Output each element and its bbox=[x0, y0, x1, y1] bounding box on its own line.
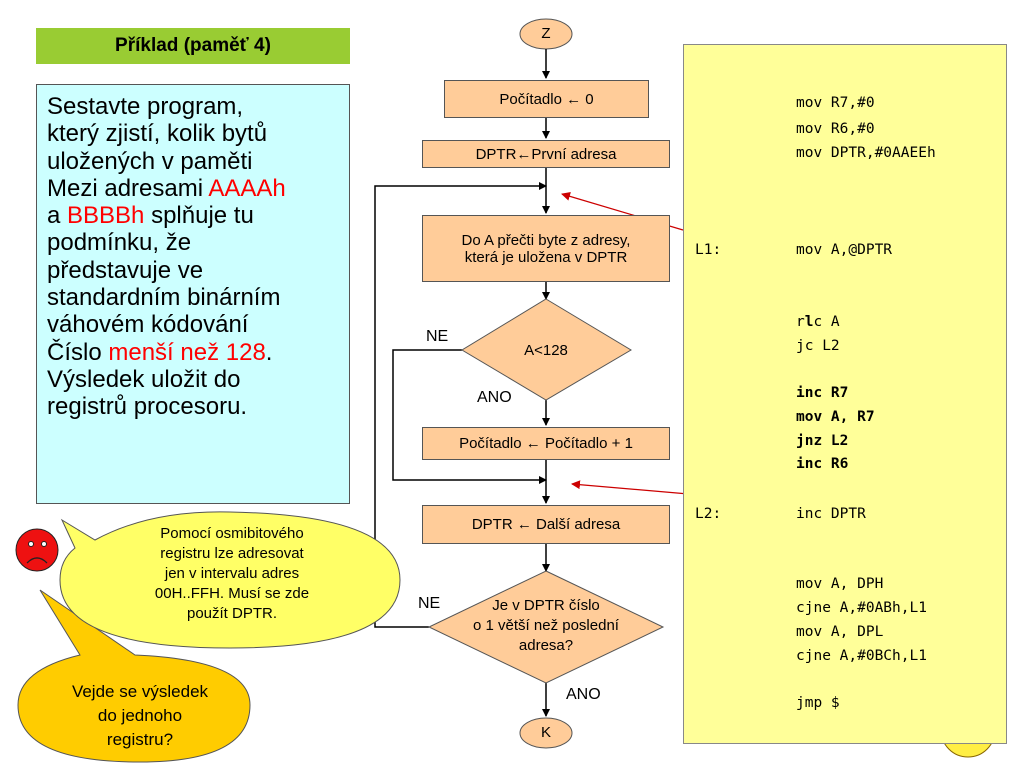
code-line: inc R7 bbox=[796, 385, 849, 401]
code-line: inc DPTR bbox=[796, 506, 866, 522]
yes-label-1: ANO bbox=[477, 389, 512, 406]
start-label: Z bbox=[541, 25, 551, 42]
decision-a-less-128 bbox=[461, 298, 632, 401]
decision-a-less-128-label: A<128 bbox=[524, 342, 568, 359]
box-dptr-next: DPTR ← Další adresa bbox=[422, 505, 670, 544]
assembly-code-panel bbox=[683, 44, 1007, 744]
code-line: cjne A,#0ABh,L1 bbox=[796, 600, 927, 616]
bubble-result-fits-text: Vejde se výsledek do jednoho registru? bbox=[71, 682, 209, 749]
no-label-2: NE bbox=[418, 595, 441, 612]
code-line: mov R6,#0 bbox=[796, 121, 875, 137]
code-line: mov DPTR,#0AAEEh bbox=[796, 145, 936, 161]
task-line: Číslo menší než 128. bbox=[47, 338, 273, 366]
bubble-dptr-hint bbox=[59, 511, 401, 649]
sad-face-icon bbox=[15, 528, 59, 572]
task-description: Sestavte program, který zjistí, kolik by… bbox=[36, 84, 350, 504]
code-label: L1: bbox=[695, 242, 722, 258]
decision-last-address bbox=[427, 570, 665, 684]
address-end: BBBBh bbox=[67, 202, 145, 230]
code-line: cjne A,#0BCh,L1 bbox=[796, 648, 927, 664]
task-line: a BBBBh splňuje tu bbox=[47, 202, 254, 230]
task-line: uložených v paměti bbox=[47, 147, 253, 175]
box-counter-init: Počítadlo ← 0 bbox=[444, 80, 649, 118]
code-line: jnz L2 bbox=[796, 433, 849, 449]
bubble-result-fits bbox=[17, 589, 251, 763]
task-line: který zjistí, kolik bytů bbox=[47, 120, 268, 148]
end-label: K bbox=[540, 724, 551, 741]
box-read-byte: Do A přečti byte z adresy, která je ulož… bbox=[422, 215, 670, 282]
task-line: Sestavte program, bbox=[47, 93, 244, 120]
condition-text: menší než 128 bbox=[108, 338, 266, 366]
end-terminal bbox=[519, 717, 573, 749]
code-line: jmp $ bbox=[796, 695, 840, 711]
address-start: AAAAh bbox=[208, 174, 286, 202]
box-counter-inc: Počítadlo ← Počítadlo + 1 bbox=[422, 427, 670, 460]
task-line: registrů procesoru. bbox=[47, 393, 248, 421]
code-label: L2: bbox=[695, 506, 722, 522]
code-line: mov R7,#0 bbox=[796, 95, 875, 111]
no-label-1: NE bbox=[426, 328, 449, 345]
code-line: jc L2 bbox=[796, 338, 840, 354]
slide-title: Příklad (paměť 4) bbox=[36, 28, 350, 64]
task-line: podmínku, že bbox=[47, 229, 192, 257]
code-line: rlc A bbox=[796, 314, 840, 330]
task-line: Mezi adresami AAAAh bbox=[47, 174, 286, 202]
code-line: mov A,@DPTR bbox=[796, 242, 893, 258]
yes-label-2: ANO bbox=[566, 686, 601, 703]
bubble-dptr-hint-text: Pomocí osmibitového registru lze adresov… bbox=[154, 525, 310, 622]
code-line: mov A, R7 bbox=[796, 409, 875, 425]
task-line: představuje ve bbox=[47, 256, 204, 284]
task-line: standardním binárním bbox=[47, 284, 281, 312]
code-line: mov A, DPL bbox=[796, 624, 884, 640]
task-line: váhovém kódování bbox=[47, 311, 249, 339]
task-line: Výsledek uložit do bbox=[47, 365, 241, 393]
box-dptr-first: DPTR←První adresa bbox=[422, 140, 670, 168]
code-line: inc R6 bbox=[796, 456, 849, 472]
decision-last-address-label: Je v DPTR číslo o 1 větší než poslední a… bbox=[473, 597, 619, 654]
code-line: mov A, DPH bbox=[796, 576, 884, 592]
